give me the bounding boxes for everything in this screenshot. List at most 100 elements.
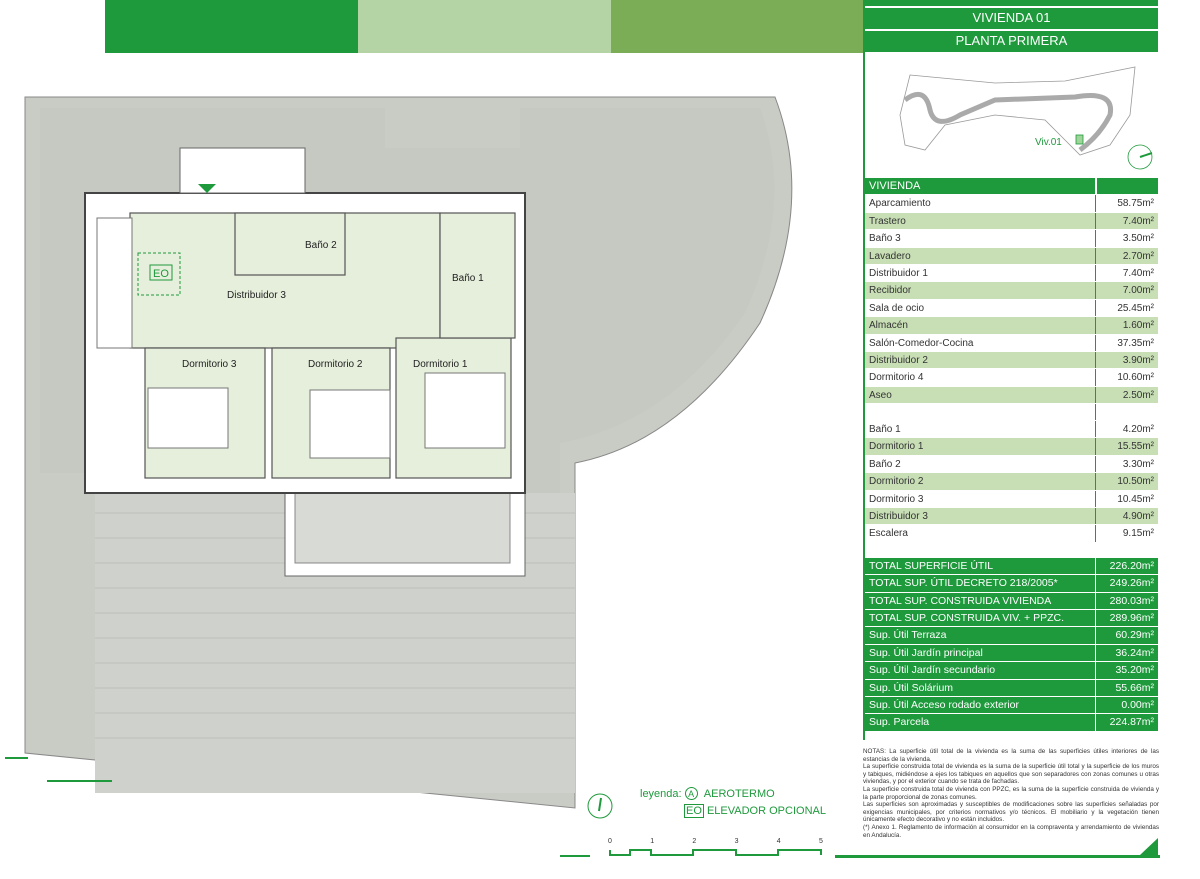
key-map: Viv.01 (899, 66, 1153, 170)
table-row: TOTAL SUP. CONSTRUIDA VIVIENDA 280.03m² (865, 592, 1158, 610)
row-name: Aseo (869, 389, 892, 401)
row-value: 55.66m² (1095, 679, 1158, 696)
row-name: Escalera (869, 528, 908, 540)
room-label: Dormitorio 1 (413, 359, 468, 370)
row-name: Baño 2 (869, 458, 901, 470)
row-value: 10.45m² (1095, 490, 1158, 508)
subtitle-bar: PLANTA PRIMERA (865, 31, 1158, 52)
header-label: VIVIENDA (869, 180, 921, 192)
row-value: 289.96m² (1095, 609, 1158, 627)
table-row: TOTAL SUP. CONSTRUIDA VIV. + PPZC.289.96… (865, 609, 1158, 628)
room-bano-1 (439, 212, 516, 339)
panel-border (863, 0, 865, 740)
aerotermo-icon: A (684, 787, 698, 800)
table-row: Aparcamiento 58.75m² (865, 195, 1158, 213)
row-name: Almacén (869, 320, 908, 332)
table-row: Sup. Útil Solárium 55.66m² (865, 679, 1158, 697)
table-row: Recibidor 7.00m² (865, 282, 1158, 300)
room-label: Distribuidor 3 (227, 290, 286, 301)
row-name: Sup. Útil Solárium (869, 681, 954, 694)
row-name: Distribuidor 3 (869, 511, 928, 523)
notes-bottom-rule (835, 855, 1160, 858)
row-value: 7.40m² (1095, 264, 1158, 282)
scale-tick: 2 (692, 838, 697, 845)
row-value: 7.00m² (1095, 282, 1158, 299)
row-name: Distribuidor 2 (869, 354, 928, 366)
table-row: Escalera 9.15m² (865, 525, 1158, 543)
elevator-label: EO (153, 268, 169, 280)
row-value: 15.55m² (1095, 438, 1158, 455)
table-row: TOTAL SUP. ÚTIL DECRETO 218/2005*249.26m… (865, 575, 1158, 593)
table-row: Dormitorio 1 15.55m² (865, 438, 1158, 456)
row-value: 3.50m² (1095, 230, 1158, 247)
row-value: 58.75m² (1095, 195, 1158, 212)
table-row: Baño 1 4.20m² (865, 421, 1158, 439)
elevator-symbol (149, 264, 173, 281)
notes: NOTAS: La superficie útil total de la vi… (863, 748, 1159, 839)
table-row: Lavadero 2.70m² (865, 247, 1158, 265)
room-label: Dormitorio 2 (308, 359, 363, 370)
row-name: Trastero (869, 215, 906, 227)
scale-tick: 3 (734, 838, 739, 845)
banner-light (358, 0, 611, 53)
row-value: 25.45m² (1095, 299, 1158, 317)
row-value: 4.20m² (1095, 421, 1158, 438)
table-row: Dormitorio 3 10.45m² (865, 490, 1158, 509)
header-strip (865, 0, 1158, 6)
row-value: 1.60m² (1095, 317, 1158, 334)
row-name: Dormitorio 1 (869, 441, 924, 453)
table-row: Baño 2 3.30m² (865, 455, 1158, 474)
note-paragraph: La superficie construida total de vivien… (863, 785, 1159, 801)
table-header: VIVIENDA (865, 178, 1158, 196)
row-name: Baño 1 (869, 424, 901, 436)
row-value: 280.03m² (1095, 592, 1158, 609)
row-name: Baño 3 (869, 233, 901, 245)
title-bar: VIVIENDA 01 (865, 8, 1158, 29)
north-arrow-icon (1127, 144, 1153, 170)
elevator-icon: EO (684, 804, 704, 818)
table-row: Distribuidor 1 7.40m² (865, 264, 1158, 283)
scale-tick: 4 (776, 838, 781, 845)
row-name: Dormitorio 3 (869, 493, 924, 505)
row-name: Sala de ocio (869, 302, 925, 314)
note-paragraph: (*) Anexo 1. Reglamento de información a… (863, 823, 1159, 839)
row-value: 226.20m² (1095, 557, 1158, 575)
note-paragraph: La superficie construida total de vivien… (863, 763, 1159, 786)
row-name: TOTAL SUP. CONSTRUIDA VIVIENDA (869, 594, 1052, 607)
row-name: Aparcamiento (869, 198, 931, 210)
floor-plan: EO Distribuidor 3 Baño 2 Baño 1 Dormitor… (5, 96, 793, 819)
legend-title: leyenda: (640, 788, 682, 800)
row-name: TOTAL SUP. ÚTIL DECRETO 218/2005* (869, 577, 1058, 590)
row-value: 9.15m² (1095, 525, 1158, 542)
legend-item-aerotermo: AEROTERMO (703, 788, 775, 800)
row-value: 35.20m² (1095, 662, 1158, 679)
row-name: Recibidor (869, 285, 912, 297)
table-row: Almacén 1.60m² (865, 317, 1158, 335)
row-value: 3.30m² (1095, 455, 1158, 473)
legend: leyenda: A AEROTERMO EO ELEVADOR OPCIONA… (640, 787, 826, 818)
row-name: Distribuidor 1 (869, 267, 928, 279)
room-label: Baño 2 (305, 240, 337, 251)
row-name: Dormitorio 4 (869, 372, 924, 384)
row-value: 2.70m² (1095, 247, 1158, 264)
room-bano-2 (234, 212, 346, 276)
row-value: 10.50m² (1095, 473, 1158, 490)
row-name: Sup. Parcela (869, 716, 930, 729)
table-row: Baño 3 3.50m² (865, 230, 1158, 248)
row-value: 10.60m² (1095, 369, 1158, 386)
row-name: Lavadero (869, 250, 911, 262)
banner-dark (105, 0, 358, 53)
